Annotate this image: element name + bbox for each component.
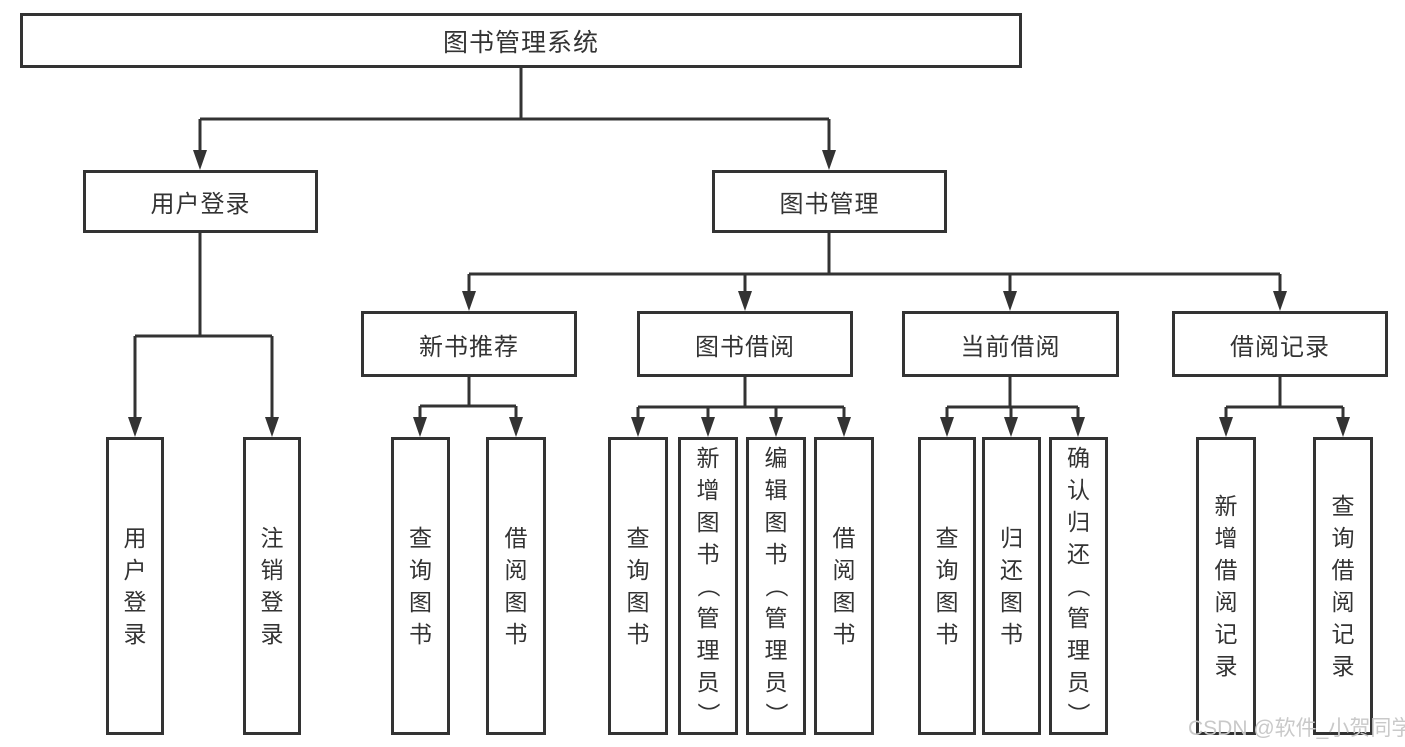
leaf-add-borrow-record: 新增借阅记录 bbox=[1196, 437, 1256, 735]
node-library-management-system: 图书管理系统 bbox=[20, 13, 1022, 68]
node-label: 编辑图书（管理员） bbox=[763, 445, 789, 726]
leaf-add-books-admin: 新增图书（管理员） bbox=[678, 437, 738, 735]
node-label: 查询借阅记录 bbox=[1331, 493, 1355, 679]
leaf-query-books-borrow: 查询图书 bbox=[608, 437, 668, 735]
connector-book-borrow-children bbox=[631, 377, 851, 437]
leaf-edit-books-admin: 编辑图书（管理员） bbox=[746, 437, 806, 735]
connector-current-borrow-children bbox=[940, 377, 1085, 437]
node-label: 当前借阅 bbox=[960, 333, 1061, 361]
node-label: 查询图书 bbox=[626, 525, 650, 647]
node-current-borrowing: 当前借阅 bbox=[902, 311, 1119, 377]
connector-book-management-children bbox=[462, 233, 1287, 311]
leaf-user-login: 用户登录 bbox=[106, 437, 164, 735]
node-label: 图书管理系统 bbox=[442, 28, 599, 57]
node-user-login: 用户登录 bbox=[83, 170, 318, 233]
node-label: 新增借阅记录 bbox=[1214, 493, 1238, 679]
node-label: 借阅图书 bbox=[832, 525, 856, 647]
node-new-book-recommendation: 新书推荐 bbox=[361, 311, 577, 377]
connector-user-login-children bbox=[128, 233, 279, 437]
leaf-return-books: 归还图书 bbox=[982, 437, 1041, 735]
connector-root-to-level2 bbox=[193, 68, 836, 170]
node-label: 用户登录 bbox=[123, 525, 147, 647]
node-label: 归还图书 bbox=[1000, 525, 1023, 647]
leaf-confirm-return-admin: 确认归还（管理员） bbox=[1049, 437, 1108, 735]
leaf-query-books-current: 查询图书 bbox=[918, 437, 976, 735]
csdn-watermark: CSDN @软件_小贺同学 bbox=[1188, 717, 1405, 740]
node-label: 用户登录 bbox=[150, 191, 251, 218]
node-book-borrowing: 图书借阅 bbox=[637, 311, 853, 377]
connector-new-book-children bbox=[413, 377, 523, 437]
leaf-borrow-books-recommend: 借阅图书 bbox=[486, 437, 546, 735]
connector-borrow-records-children bbox=[1219, 377, 1350, 437]
leaf-query-borrow-record: 查询借阅记录 bbox=[1313, 437, 1373, 735]
leaf-borrow-books: 借阅图书 bbox=[814, 437, 874, 735]
node-label: 确认归还（管理员） bbox=[1065, 445, 1092, 726]
node-label: 注销登录 bbox=[260, 525, 284, 647]
node-label: 新书推荐 bbox=[419, 333, 519, 361]
node-label: 查询图书 bbox=[409, 525, 432, 647]
node-label: 图书管理 bbox=[779, 191, 880, 218]
leaf-logout: 注销登录 bbox=[243, 437, 301, 735]
node-label: 图书借阅 bbox=[695, 333, 795, 361]
node-label: 借阅图书 bbox=[504, 525, 528, 647]
leaf-query-books-recommend: 查询图书 bbox=[391, 437, 450, 735]
node-label: 借阅记录 bbox=[1230, 333, 1330, 361]
node-borrowing-records: 借阅记录 bbox=[1172, 311, 1388, 377]
node-label: 新增图书（管理员） bbox=[695, 445, 721, 726]
node-label: 查询图书 bbox=[935, 525, 959, 647]
node-book-management: 图书管理 bbox=[712, 170, 947, 233]
